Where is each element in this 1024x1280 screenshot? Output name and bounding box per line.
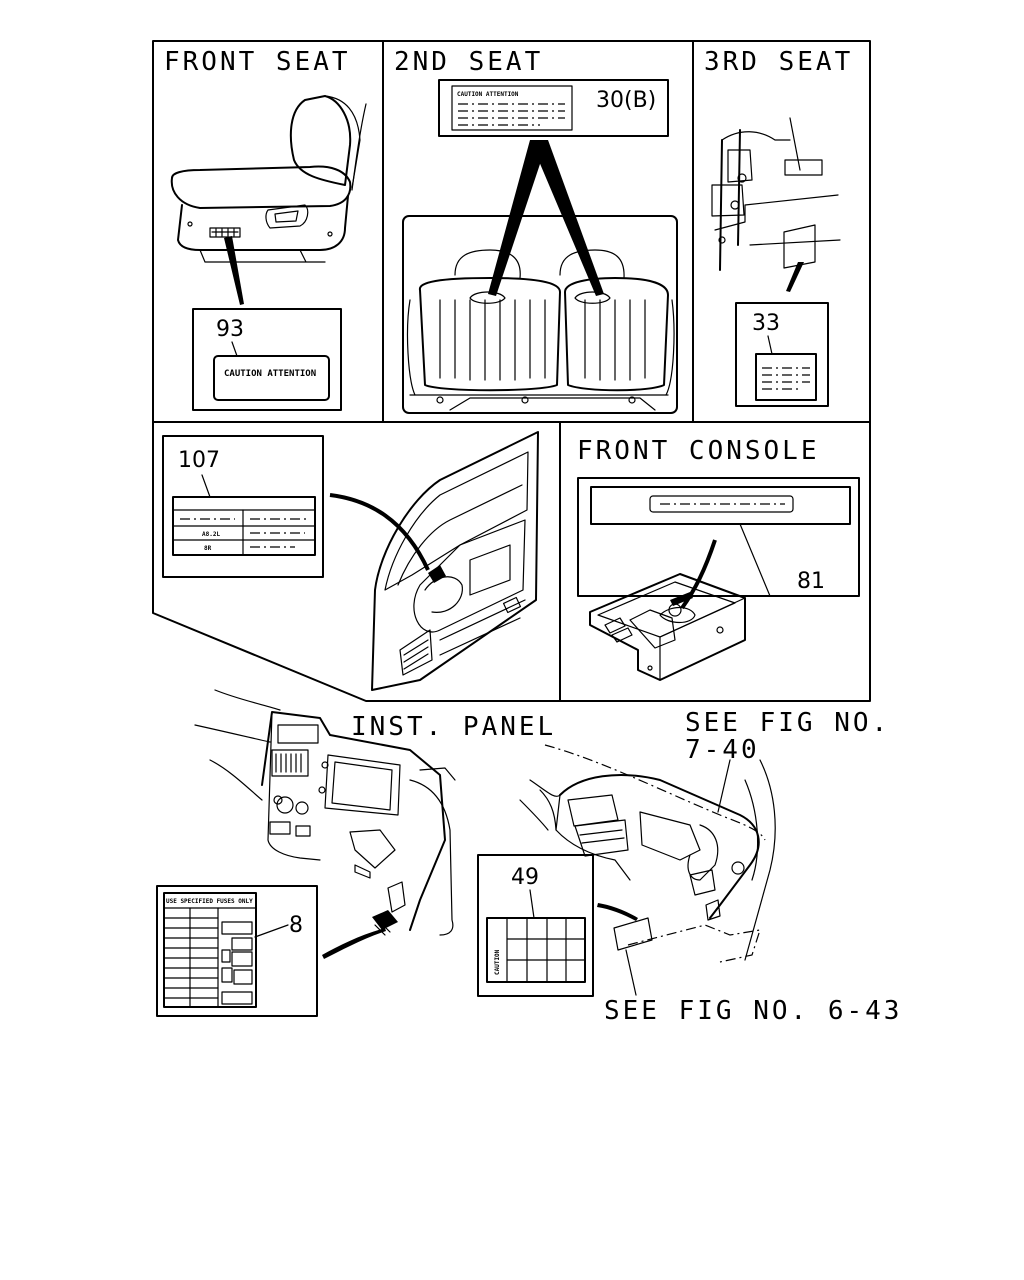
front-seat-illustration [170, 95, 367, 305]
door-illustration [371, 431, 539, 691]
third-seat-title: 3RD SEAT [704, 47, 853, 77]
panel-frame [152, 40, 871, 702]
inst-panel-right-illustration [519, 744, 776, 963]
callout-93-box [192, 308, 342, 411]
second-seat-illustration [402, 215, 678, 414]
callout-49: 49 [511, 865, 539, 890]
callout-81: 81 [797, 569, 825, 594]
label-8-header: USE SPECIFIED FUSES ONLY [166, 898, 253, 905]
label-49-text: CAUTION [494, 949, 501, 975]
label-6-43-part [613, 917, 653, 951]
callout-81-box [577, 477, 860, 597]
see-fig-7-40-line2: 7-40 [685, 735, 760, 765]
callout-30b: 30(B) [596, 88, 656, 113]
label-81-outer [590, 486, 851, 525]
callout-33: 33 [752, 311, 780, 336]
front-console-title: FRONT CONSOLE [577, 436, 820, 466]
third-seat-illustration [711, 117, 841, 292]
inst-panel-left-illustration [194, 689, 456, 936]
callout-8-box [156, 885, 318, 1017]
see-fig-6-43: SEE FIG NO. 6-43 [604, 996, 902, 1026]
second-seat-title: 2ND SEAT [394, 47, 543, 77]
label-93-text: CAUTION ATTENTION [224, 369, 316, 379]
pointer-49 [597, 903, 638, 921]
callout-93: 93 [216, 317, 244, 342]
callout-8: 8 [289, 913, 303, 938]
label-49: CAUTION [486, 917, 586, 983]
console-illustration [589, 573, 746, 681]
callout-107-box [162, 435, 324, 578]
label-107: A8.2L 8R [172, 496, 316, 556]
callout-49-box [477, 854, 594, 997]
pointer-8 [322, 928, 386, 959]
label-107-row-a: A8.2L [202, 531, 220, 538]
callout-107: 107 [178, 448, 220, 473]
see-fig-7-40-line1: SEE FIG NO. [685, 708, 890, 738]
label-30b [438, 79, 669, 137]
callout-33-box [735, 302, 829, 407]
label-93 [213, 355, 330, 401]
front-seat-title: FRONT SEAT [164, 47, 351, 77]
label-8-fuse-chart: USE SPECIFIED FUSES ONLY [163, 892, 257, 1008]
label-33 [755, 353, 817, 401]
inst-panel-title: INST. PANEL [351, 712, 556, 742]
label-107-row-b: 8R [204, 545, 212, 552]
label-30b-text: CAUTION ATTENTION [457, 91, 519, 98]
